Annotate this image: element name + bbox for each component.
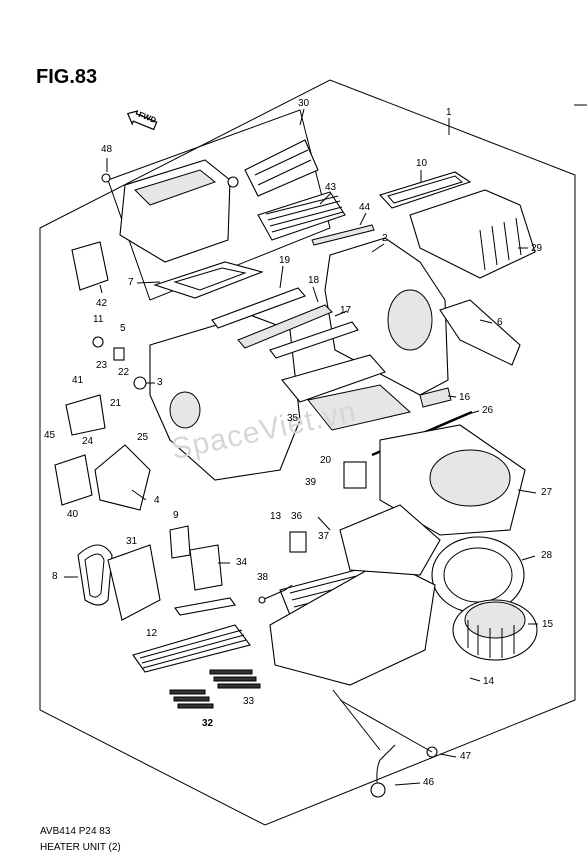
callout-27: 27 [541, 487, 553, 498]
callout-25: 25 [137, 432, 149, 443]
callout-23: 23 [96, 360, 108, 371]
callout-15: 15 [542, 619, 554, 630]
callout-30: 30 [298, 98, 310, 109]
callout-16: 16 [459, 392, 471, 403]
callout-37: 37 [318, 531, 330, 542]
callout-5: 5 [120, 323, 126, 334]
callout-4: 4 [154, 495, 160, 506]
callout-29: 29 [531, 243, 543, 254]
assembly-frame [39, 79, 576, 826]
callout-46: 46 [423, 777, 435, 788]
callout-3: 3 [157, 377, 163, 388]
callout-21: 21 [110, 398, 122, 409]
figure-caption: HEATER UNIT (2) [40, 842, 121, 853]
callout-26: 26 [482, 405, 494, 416]
callout-8: 8 [52, 571, 58, 582]
callout-19: 19 [279, 255, 291, 266]
callout-43: 43 [325, 182, 337, 193]
callout-48: 48 [101, 144, 113, 155]
callout-22: 22 [118, 367, 130, 378]
callout-28: 28 [541, 550, 553, 561]
callout-42: 42 [96, 298, 108, 309]
intake-subframe [107, 109, 331, 301]
callout-1: 1 [446, 107, 452, 118]
callout-39: 39 [305, 477, 317, 488]
callout-34: 34 [236, 557, 248, 568]
callout-18: 18 [308, 275, 320, 286]
callout-7: 7 [128, 277, 134, 288]
leader-lines [64, 108, 538, 786]
callout-20: 20 [320, 455, 332, 466]
callout-44: 44 [359, 202, 371, 213]
callout-14: 14 [483, 676, 495, 687]
fwd-arrow [126, 110, 158, 131]
callout-13: 13 [270, 511, 282, 522]
callout-45: 45 [44, 430, 56, 441]
figure-title: FIG.83 [36, 66, 98, 88]
callout-24: 24 [82, 436, 94, 447]
callout-47: 47 [460, 751, 472, 762]
callout-12: 12 [146, 628, 158, 639]
callout-38: 38 [257, 572, 269, 583]
callout-17: 17 [340, 305, 352, 316]
callout-6: 6 [497, 317, 503, 328]
callout-41: 41 [72, 375, 84, 386]
callout-32: 32 [202, 718, 214, 729]
callout-9: 9 [173, 510, 179, 521]
callout-33: 33 [243, 696, 255, 707]
callout-10: 10 [416, 158, 428, 169]
figure-code: AVB414 P24 83 [40, 826, 111, 837]
callout-35: 35 [287, 413, 299, 424]
callout-36: 36 [291, 511, 303, 522]
callout-11: 11 [93, 314, 104, 325]
callout-2: 2 [382, 233, 388, 244]
callout-31: 31 [126, 536, 138, 547]
callout-40: 40 [67, 509, 79, 520]
